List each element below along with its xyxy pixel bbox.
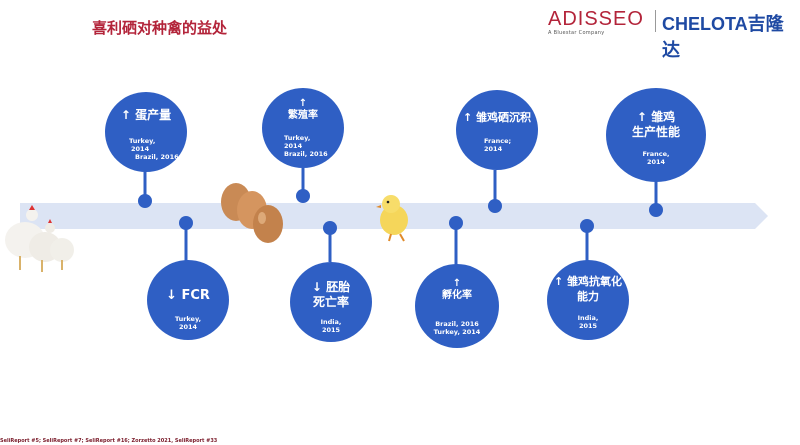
benefit-title: ↑ 蛋产量: [120, 108, 172, 122]
benefit-fcr: ↓ FCR Turkey,2014: [147, 260, 229, 340]
benefit-chick-se-deposition: ↑ 雏鸡硒沉积 France;2014: [456, 90, 538, 170]
benefit-source: India,2015: [577, 314, 599, 330]
hens-illustration: [5, 205, 74, 272]
page-title: 喜利硒对种禽的益处: [92, 19, 228, 37]
chick-illustration: [376, 195, 408, 242]
footer-references: SeliReport #5; SeliReport #7; SeliReport…: [0, 438, 218, 444]
timeline-dots: [138, 189, 663, 235]
benefit-source: Turkey,2014: [174, 315, 202, 331]
chelota-logo: CHELOTA吉隆达: [662, 14, 784, 60]
benefit-title: ↑ 雏鸡抗氧化能力: [553, 275, 623, 303]
benefit-title: ↑繁殖率: [288, 98, 318, 121]
benefit-source: India,2015: [320, 318, 342, 334]
benefit-title: ↑孵化率: [442, 278, 472, 301]
benefit-source: France,2014: [642, 150, 670, 166]
benefit-embryo-mortality: ↓ 胚胎死亡率 India,2015: [290, 262, 372, 342]
benefit-title: ↑ 雏鸡生产性能: [631, 110, 680, 139]
benefit-title: ↓ FCR: [166, 288, 210, 303]
benefit-source: France;2014: [484, 137, 512, 153]
benefit-chick-performance: ↑ 雏鸡生产性能 France,2014: [606, 88, 706, 182]
eggs-illustration: [221, 183, 283, 243]
benefit-title: ↓ 胚胎死亡率: [311, 280, 351, 309]
benefit-title: ↑ 雏鸡硒沉积: [462, 111, 532, 124]
adisseo-logo: ADISSEO A Bluestar Company: [548, 8, 648, 36]
adisseo-tagline: A Bluestar Company: [548, 30, 605, 36]
adisseo-wordmark: ADISSEO: [548, 8, 644, 30]
logo-divider: [655, 10, 656, 32]
benefit-chick-antioxidant: ↑ 雏鸡抗氧化能力 India,2015: [547, 260, 629, 340]
